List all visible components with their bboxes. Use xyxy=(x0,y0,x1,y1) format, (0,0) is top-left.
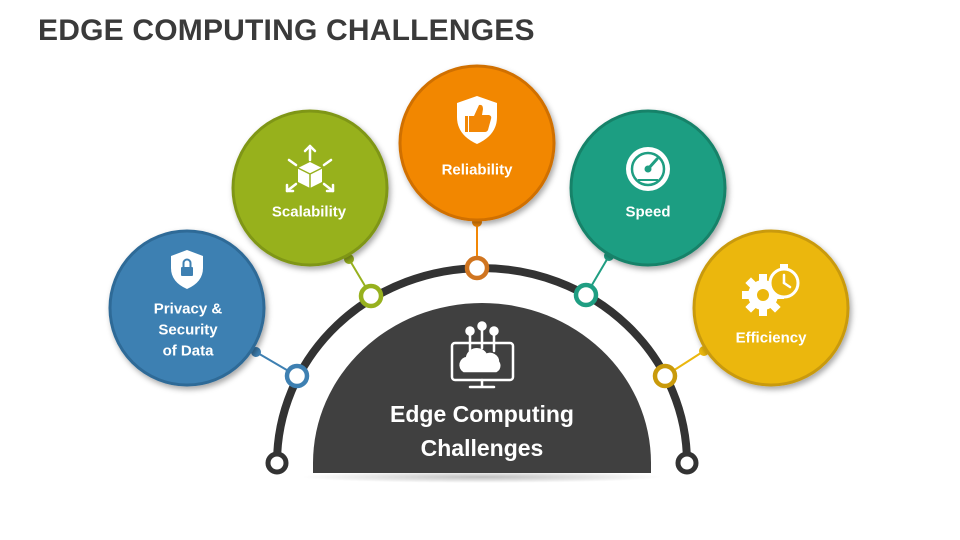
connector-speed xyxy=(573,251,614,308)
challenge-label-speed: Speed xyxy=(625,203,671,221)
gear-clock-icon xyxy=(742,264,800,316)
shield-thumbs-up-icon xyxy=(457,96,497,144)
shield-lock-icon xyxy=(171,250,203,289)
slide-title: EDGE COMPUTING CHALLENGES xyxy=(38,14,535,47)
challenge-circle-privacy xyxy=(108,229,266,387)
center-label: Edge Computing Challenges xyxy=(390,401,574,461)
connector-scalability xyxy=(344,254,384,309)
challenge-label-privacy: Privacy & Security of Data xyxy=(153,300,223,360)
connector-efficiency xyxy=(652,346,709,389)
arc-end-left xyxy=(265,451,289,475)
dome-shadow xyxy=(302,471,662,483)
challenge-label-efficiency: Efficiency xyxy=(735,329,807,347)
connector-reliability xyxy=(464,217,490,281)
scalable-box-icon xyxy=(285,144,335,193)
arc-end-right xyxy=(675,451,699,475)
challenge-label-reliability: Reliability xyxy=(441,161,513,179)
cloud-computer-icon xyxy=(450,321,515,389)
speedometer-icon xyxy=(626,147,670,191)
challenge-label-scalability: Scalability xyxy=(271,203,347,221)
connector-privacy xyxy=(251,347,310,389)
